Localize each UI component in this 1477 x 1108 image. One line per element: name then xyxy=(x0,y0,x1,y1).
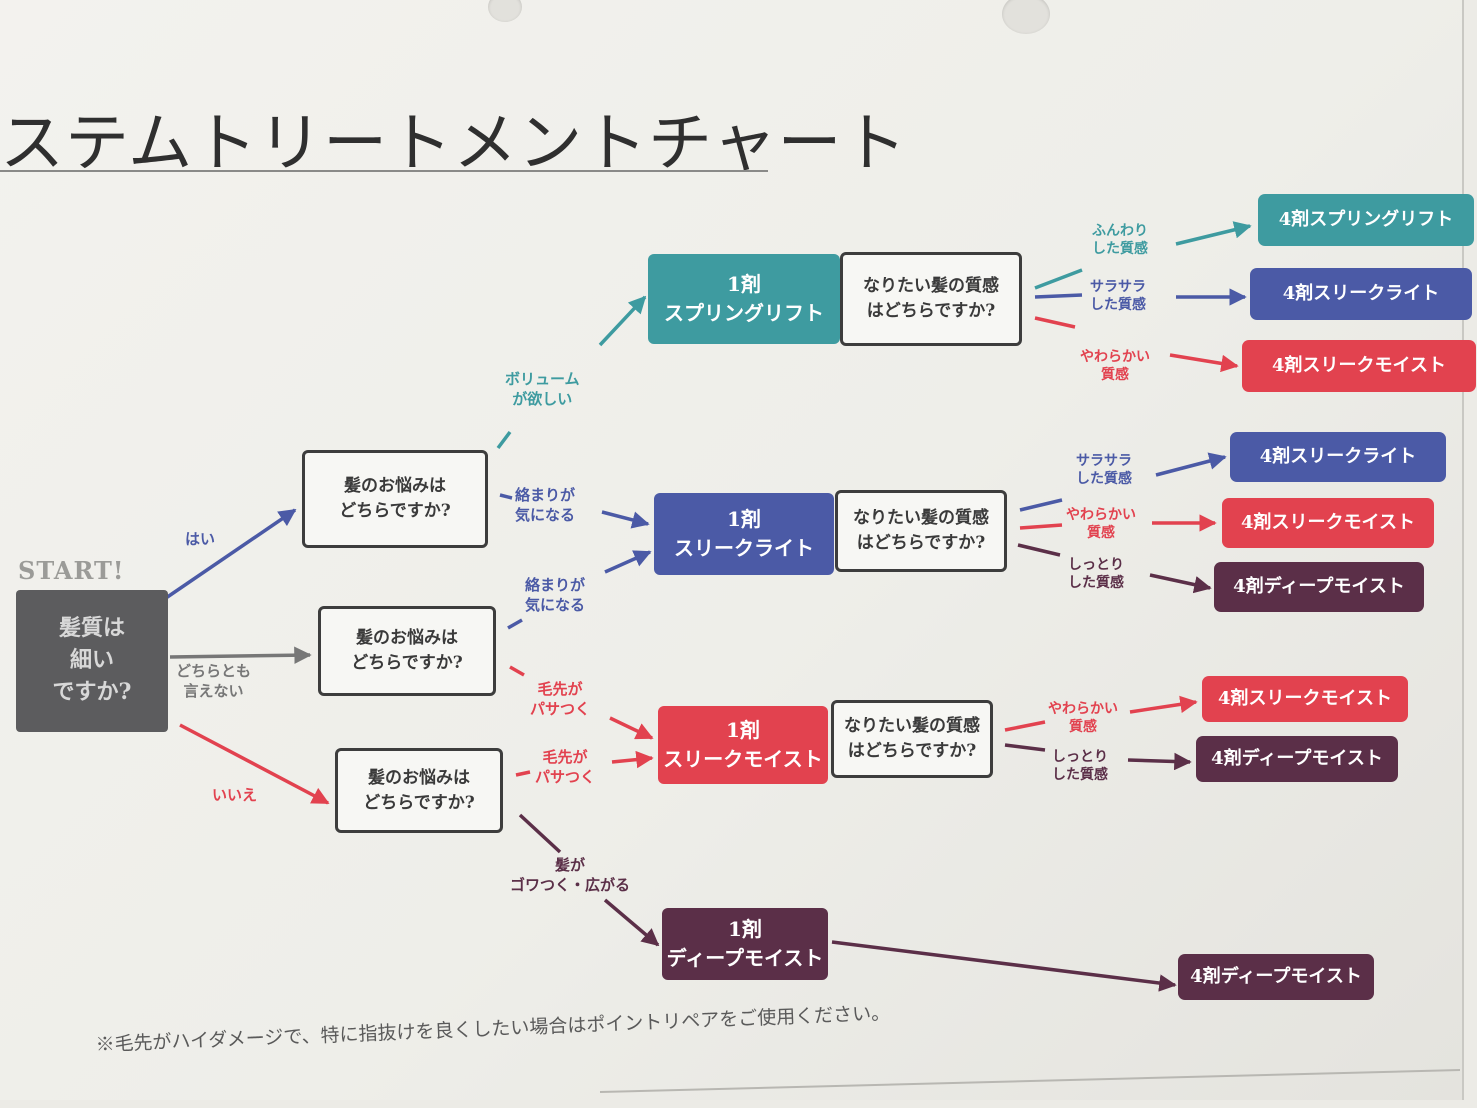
frizz-arrow xyxy=(518,813,658,945)
soft-arrow-2 xyxy=(1019,523,1215,528)
dry-ends-arrow-1 xyxy=(509,665,652,738)
step4-sleek-moist-box-2: 4剤スリークモイスト xyxy=(1222,498,1434,548)
tangle-arrow-2 xyxy=(507,552,650,630)
branch-dry-ends-label-2: 毛先が パサつく xyxy=(535,748,596,786)
branch-tangle-label-2: 絡まりが 気になる xyxy=(525,576,586,614)
no-arrow xyxy=(179,723,330,805)
texture-soft-label-3: やわらかい 質感 xyxy=(1048,701,1118,736)
texture-question-box-1: なりたい髪の質感 はどちらですか? xyxy=(840,252,1022,346)
tangle-arrow-1 xyxy=(499,493,648,524)
step1-sleek-moist-box: 1剤 スリークモイスト xyxy=(658,706,828,784)
branch-volume-label: ボリューム が欲しい xyxy=(505,370,580,408)
texture-silky-label-2: サラサラ した質感 xyxy=(1076,453,1132,488)
moist-arrow-1 xyxy=(1017,543,1210,588)
soft-arrow-1 xyxy=(1034,316,1237,366)
start-question-box: 髪質は 細い ですか? xyxy=(16,590,168,732)
step1-sleek-light-box: 1剤 スリークライト xyxy=(654,493,834,575)
branch-frizz-label: 髪が ゴワつく・広がる xyxy=(510,856,631,894)
title-underline xyxy=(0,170,768,172)
step4-deep-moist-box-1: 4剤ディープモイスト xyxy=(1214,562,1424,612)
texture-moist-label-2: しっとり した質感 xyxy=(1052,749,1108,784)
branch-dry-ends-label-1: 毛先が パサつく xyxy=(530,680,591,718)
step4-sleek-light-box-1: 4剤スリークライト xyxy=(1250,268,1472,320)
concern-question-box-1: 髪のお悩みは どちらですか? xyxy=(302,450,488,548)
moist-arrow-2 xyxy=(1004,743,1190,762)
step4-sleek-moist-box-3: 4剤スリークモイスト xyxy=(1202,676,1408,722)
texture-silky-label-1: サラサラ した質感 xyxy=(1090,279,1146,314)
soft-arrow-3 xyxy=(1004,702,1196,732)
texture-moist-label-1: しっとり した質感 xyxy=(1068,557,1124,592)
step1-deep-moist-box: 1剤 ディープモイスト xyxy=(662,908,828,980)
branch-neither-label: どちらとも 言えない xyxy=(176,662,252,700)
branch-yes-label: はい xyxy=(185,530,216,548)
texture-soft-label-1: やわらかい 質感 xyxy=(1080,349,1150,384)
silky-arrow-2 xyxy=(1019,457,1225,512)
neither-arrow xyxy=(169,646,312,664)
punch-hole xyxy=(1002,0,1050,34)
step4-deep-moist-box-2: 4剤ディープモイスト xyxy=(1196,736,1398,782)
dry-ends-arrow-2 xyxy=(515,758,652,777)
step4-deep-moist-box-3: 4剤ディープモイスト xyxy=(1178,954,1374,1000)
texture-soft-label-2: やわらかい 質感 xyxy=(1066,507,1136,542)
start-label: START! xyxy=(18,556,125,585)
deep-moist-long-arrow xyxy=(831,940,1177,992)
frame-bottom-rule xyxy=(599,1069,1461,1093)
concern-question-box-2: 髪のお悩みは どちらですか? xyxy=(318,606,496,696)
step4-sleek-light-box-2: 4剤スリークライト xyxy=(1230,432,1446,482)
step1-spring-lift-box: 1剤 スプリングリフト xyxy=(648,254,840,344)
texture-question-box-3: なりたい髪の質感 はどちらですか? xyxy=(831,700,993,778)
chart-title: ステムトリートメントチャート xyxy=(0,107,908,181)
silky-arrow-1 xyxy=(1034,295,1245,297)
texture-question-box-2: なりたい髪の質感 はどちらですか? xyxy=(835,490,1007,572)
step4-sleek-moist-box-1: 4剤スリークモイスト xyxy=(1242,340,1476,392)
volume-arrow xyxy=(496,297,645,450)
step4-spring-lift-box: 4剤スプリングリフト xyxy=(1258,194,1474,246)
punch-hole xyxy=(488,0,522,22)
concern-question-box-3: 髪のお悩みは どちらですか? xyxy=(335,748,503,833)
texture-fluffy-label: ふんわり した質感 xyxy=(1092,223,1148,258)
branch-no-label: いいえ xyxy=(212,786,258,804)
branch-tangle-label-1: 絡まりが 気になる xyxy=(515,486,576,524)
yes-arrow xyxy=(162,508,297,602)
fluffy-arrow xyxy=(1034,226,1250,290)
